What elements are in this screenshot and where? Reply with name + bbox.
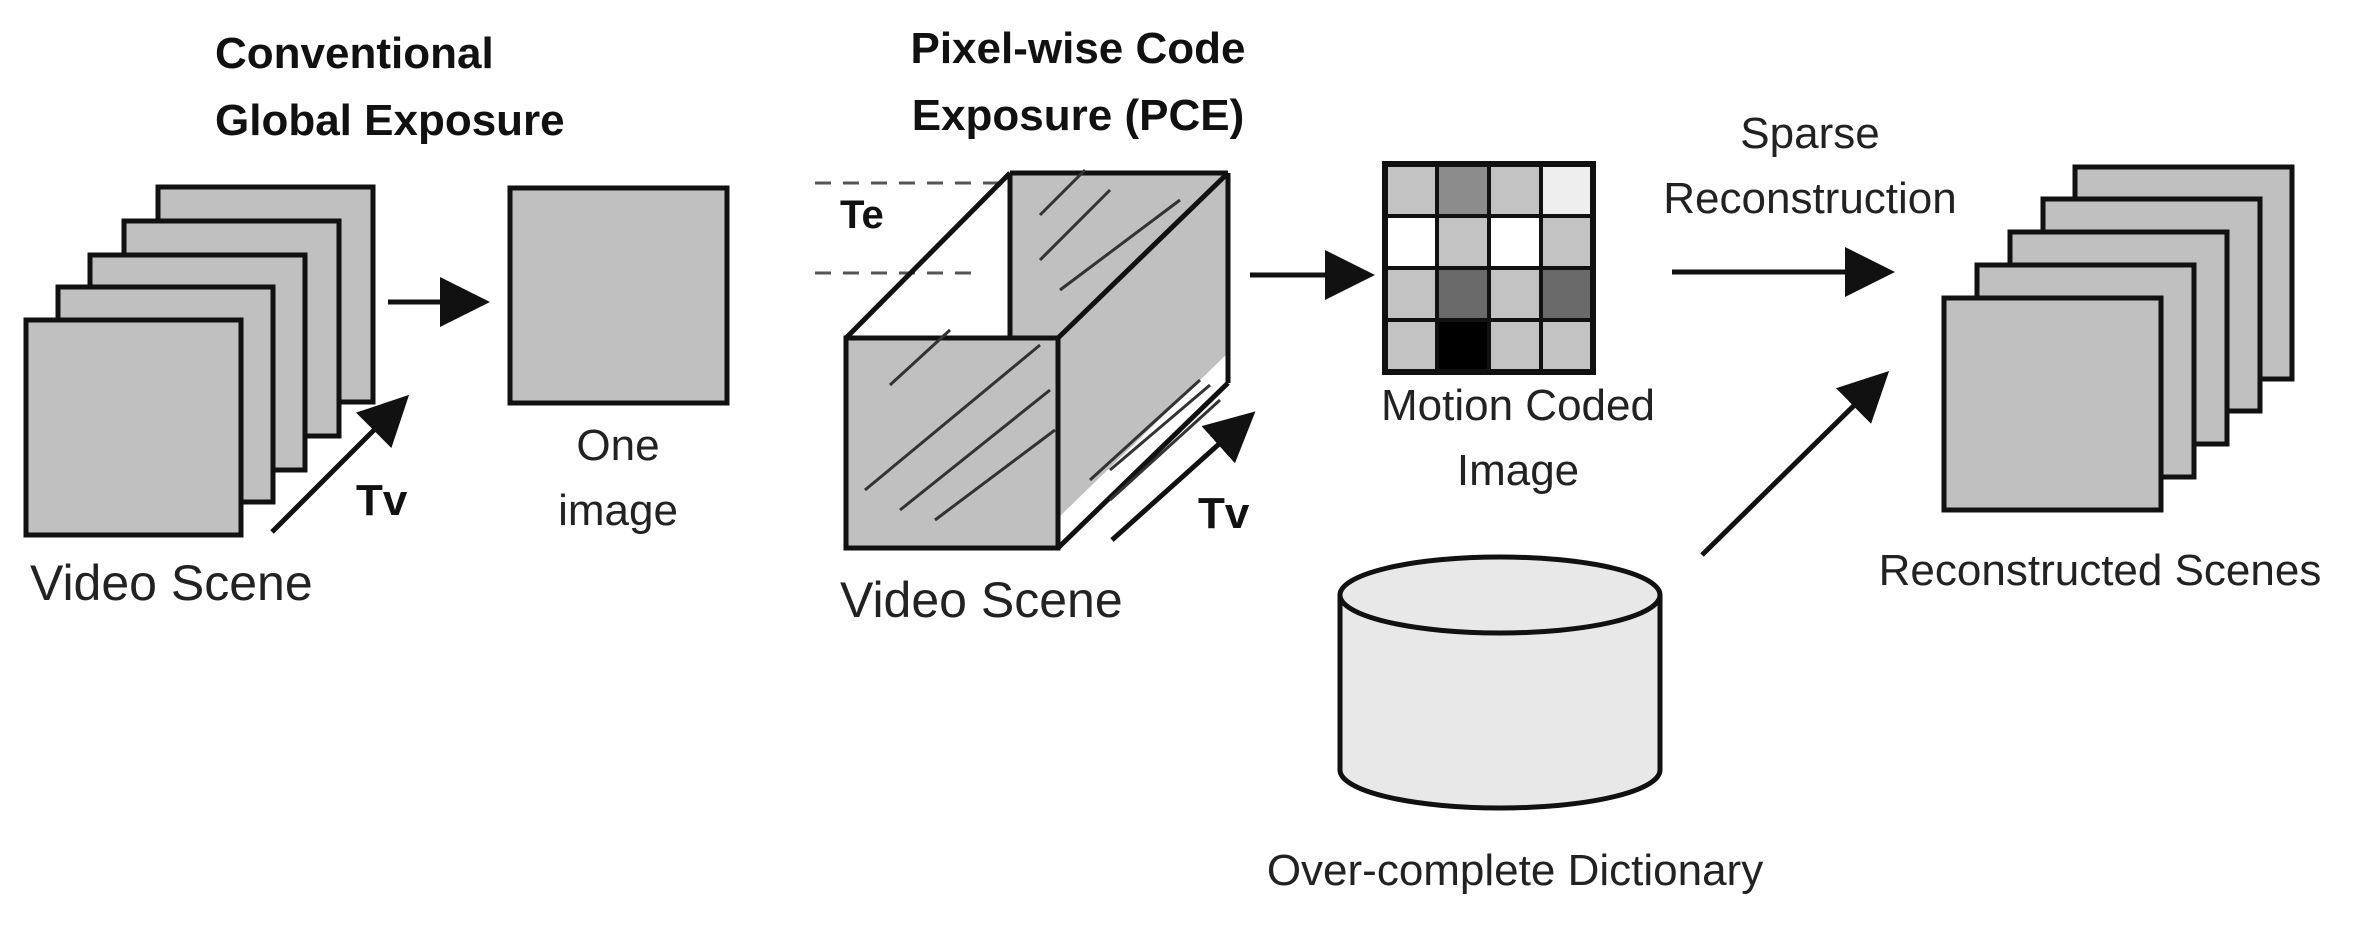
coded-pixel <box>1539 266 1595 322</box>
conventional-title-line2: Global Exposure <box>215 96 565 145</box>
reconstructed-frame <box>1941 295 2164 513</box>
one-image-label-line2: image <box>558 486 678 535</box>
reconstruction-label-line2: Reconstruction <box>1663 174 1956 223</box>
coded-pixel <box>1383 162 1439 218</box>
pce-exposure-label: Te <box>840 193 884 237</box>
cube-bottom-face <box>1058 353 1228 548</box>
coded-pixel <box>1435 318 1491 374</box>
pce-scene-label: Video Scene <box>840 572 1123 628</box>
conventional-title-line1: Conventional <box>215 29 494 78</box>
coded-pixel <box>1487 162 1543 218</box>
coded-pixel <box>1539 318 1595 374</box>
coded-image-border <box>1382 161 1596 375</box>
coded-pixel <box>1383 318 1439 374</box>
dictionary-cylinder <box>1337 554 1663 811</box>
coded-image-label-line2: Image <box>1457 446 1579 495</box>
pce-title-line2: Exposure (PCE) <box>912 91 1245 140</box>
coded-pixel <box>1435 266 1491 322</box>
motion-coded-image <box>1382 161 1596 375</box>
pce-video-cube <box>843 168 1231 551</box>
reconstructed-scenes-label: Reconstructed Scenes <box>1879 546 2322 595</box>
one-image-label-line1: One <box>576 421 659 470</box>
conventional-video-frames <box>23 184 376 538</box>
coded-pixel <box>1383 266 1439 322</box>
arrow-from-dictionary <box>1700 370 1890 557</box>
coded-pixel <box>1487 266 1543 322</box>
cube-front-face <box>843 335 1061 551</box>
one-image <box>507 185 730 406</box>
coded-image-label-line1: Motion Coded <box>1381 381 1655 430</box>
conventional-scene-label: Video Scene <box>30 555 313 611</box>
coded-pixel <box>1487 214 1543 270</box>
coded-pixel <box>1383 214 1439 270</box>
reconstruction-label-line1: Sparse <box>1740 109 1879 158</box>
coded-pixel <box>1435 214 1491 270</box>
pce-time-axis-arrow <box>1110 411 1256 542</box>
cube-back-face <box>1010 173 1228 548</box>
conventional-time-label: Tv <box>356 476 408 525</box>
video-frame <box>23 317 244 538</box>
dictionary-label: Over-complete Dictionary <box>1267 846 1763 895</box>
time-axis-arrow <box>270 394 410 534</box>
coded-pixel <box>1435 162 1491 218</box>
pce-time-label: Tv <box>1198 489 1250 538</box>
coded-pixel <box>1487 318 1543 374</box>
coded-pixel <box>1539 214 1595 270</box>
coded-pixel <box>1539 162 1595 218</box>
pce-title-line1: Pixel-wise Code <box>910 24 1245 73</box>
reconstructed-frames <box>1941 164 2295 513</box>
